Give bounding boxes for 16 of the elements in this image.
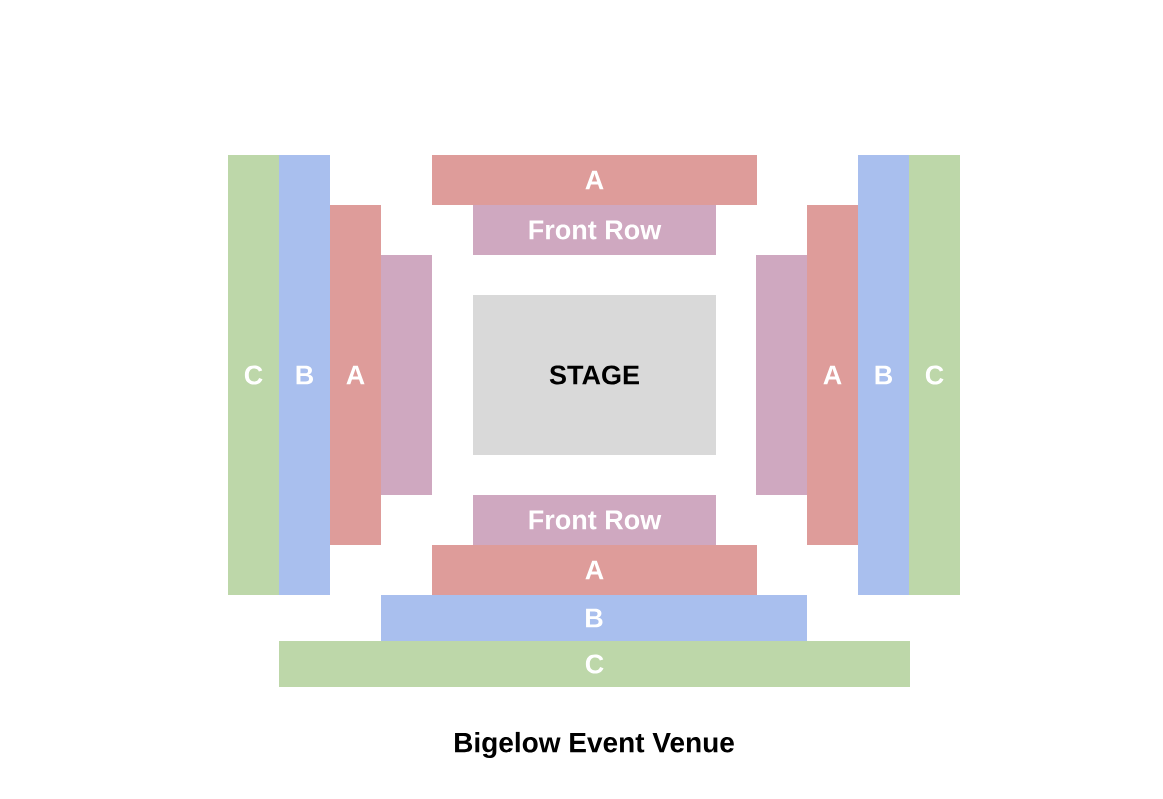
seating-section: B [381,595,807,641]
seating-section: B [858,155,909,595]
seating-section: C [279,641,910,687]
seating-section: Front Row [473,205,716,255]
seating-section [381,255,432,495]
venue-title: Bigelow Event Venue [455,731,734,759]
seating-section: B [279,155,330,595]
seating-section: Front Row [473,495,716,545]
seating-section: C [909,155,960,595]
seating-section: A [807,205,858,545]
stage: STAGE [473,295,716,455]
seating-section: A [432,155,757,205]
seating-section: A [432,545,757,595]
seating-section [756,255,807,495]
seating-section: C [228,155,279,595]
seating-section: A [330,205,381,545]
